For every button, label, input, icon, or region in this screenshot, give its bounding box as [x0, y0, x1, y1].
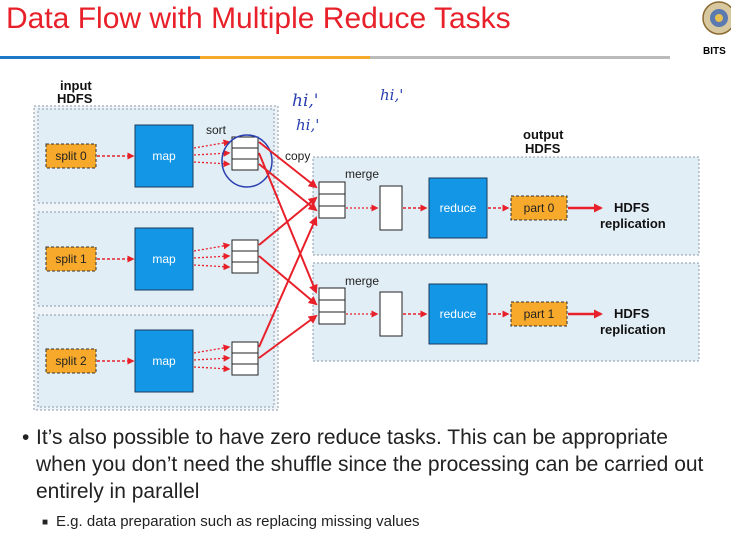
part-box-1: part 1 [510, 301, 568, 327]
title-rule-blue [0, 56, 200, 59]
svg-text:map: map [152, 252, 176, 266]
bullet-main-text: It’s also possible to have zero reduce t… [36, 426, 704, 503]
merged-file-0 [379, 185, 403, 231]
svg-text:split 0: split 0 [55, 149, 87, 163]
handwritten-note-1: hi,' [296, 116, 319, 134]
map-box-0: map [134, 124, 194, 188]
replication-label-1: replication [600, 322, 666, 337]
svg-text:part 0: part 0 [524, 201, 555, 215]
svg-text:reduce: reduce [440, 201, 477, 215]
output-label-line1: output [523, 127, 564, 142]
svg-text:split 1: split 1 [55, 252, 87, 266]
slide-title: Data Flow with Multiple Reduce Tasks [6, 2, 511, 35]
map-box-2: map [134, 329, 194, 393]
data-flow-diagram: input HDFS output HDFS sort copy merge m… [33, 78, 700, 411]
bullet-dot: • [22, 426, 30, 449]
map-to-sort-arrows [193, 139, 231, 373]
bullet-main: • It’s also possible to have zero reduce… [22, 424, 722, 505]
logo-text: BITS [703, 46, 726, 57]
merge-buffer-1 [318, 287, 346, 325]
sort-buffer-2 [231, 341, 259, 376]
split-box-1: split 1 [45, 246, 97, 272]
merged-file-1 [379, 291, 403, 337]
svg-text:map: map [152, 354, 176, 368]
split-box-0: split 0 [45, 143, 97, 169]
map-box-1: map [134, 227, 194, 291]
handwritten-circle [221, 134, 273, 188]
merge-buffer-0 [318, 181, 346, 219]
split-box-2: split 2 [45, 348, 97, 374]
title-rule-grey [370, 56, 670, 59]
replication-label-0: replication [600, 216, 666, 231]
bits-logo [702, 1, 731, 35]
svg-text:split 2: split 2 [55, 354, 87, 368]
svg-text:map: map [152, 149, 176, 163]
merge-arrows [346, 204, 379, 318]
output-label-line2: HDFS [525, 141, 561, 156]
handwritten-note-2: hi,' [380, 86, 403, 104]
hdfs-label-1: HDFS [614, 306, 650, 321]
svg-text:reduce: reduce [440, 307, 477, 321]
bullet-sub-text: E.g. data preparation such as replacing … [56, 513, 420, 530]
bullet-sub: ■ E.g. data preparation such as replacin… [22, 513, 722, 530]
title-rule-orange [200, 56, 370, 59]
shuffle-arrows [258, 141, 318, 359]
input-label-line1: input [60, 78, 92, 93]
reduce-box-0: reduce [428, 177, 488, 239]
copy-label: copy [285, 149, 310, 163]
bullet-square: ■ [42, 517, 49, 528]
handwritten-note-0: hi,' [292, 91, 318, 111]
sort-buffer-0 [231, 136, 259, 171]
svg-text:part 1: part 1 [524, 307, 555, 321]
sort-buffer-1 [231, 239, 259, 274]
reduce-box-1: reduce [428, 283, 488, 345]
sort-label: sort [206, 123, 227, 137]
merge-label-0: merge [345, 167, 379, 181]
part-box-0: part 0 [510, 195, 568, 221]
input-label-line2: HDFS [57, 91, 93, 106]
merge-label-1: merge [345, 274, 379, 288]
bullet-list: • It’s also possible to have zero reduce… [22, 424, 722, 530]
hdfs-label-0: HDFS [614, 200, 650, 215]
